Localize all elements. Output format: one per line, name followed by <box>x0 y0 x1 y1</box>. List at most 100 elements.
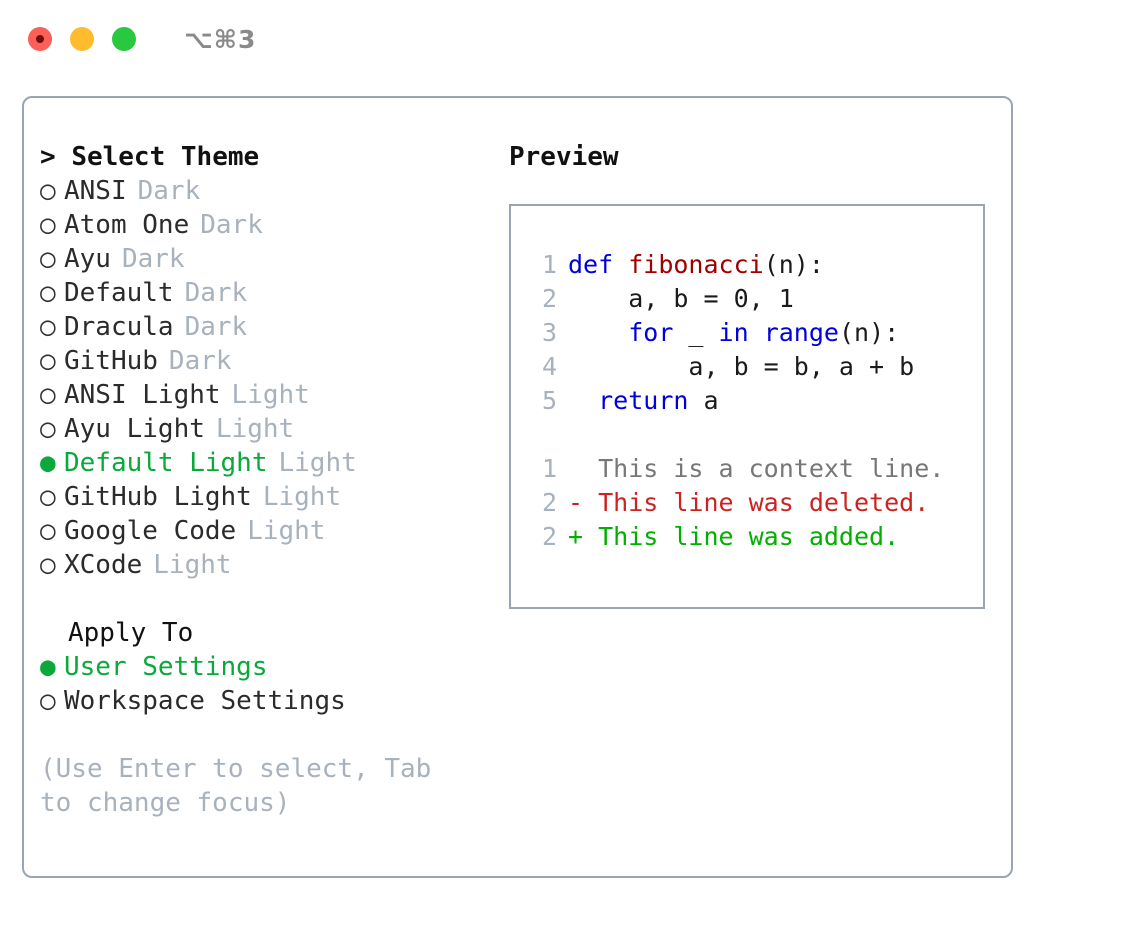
radio-unselected-icon: ○ <box>40 312 56 342</box>
code-line-text: return a <box>568 384 719 418</box>
diff-line-del: 2- This line was deleted. <box>529 486 983 520</box>
code-line-number: 3 <box>541 318 557 347</box>
radio-unselected-icon: ○ <box>40 176 56 206</box>
radio-selected-icon: ● <box>40 448 56 478</box>
code-token-kw: range <box>763 318 839 347</box>
title-bar: ⌥⌘3 <box>0 0 1140 78</box>
code-line-number: 4 <box>541 352 557 381</box>
theme-option-label: Atom One <box>64 210 190 240</box>
theme-option-label: GitHub <box>64 346 158 376</box>
radio-unselected-icon: ○ <box>40 482 56 512</box>
theme-option-variant-tag: Light <box>153 550 232 580</box>
keyboard-hint-text: (Use Enter to select, Tab to change focu… <box>40 754 432 818</box>
code-line-number: 1 <box>541 250 557 279</box>
theme-option-atom-one[interactable]: ○ Atom One Dark <box>40 208 502 242</box>
diff-line-number: 1 <box>541 454 557 483</box>
diff-line-text: This line was deleted. <box>583 488 930 517</box>
apply-to-option-workspace-settings[interactable]: ○Workspace Settings <box>40 684 502 718</box>
theme-option-label: Default Light <box>64 448 268 478</box>
maximize-button[interactable] <box>112 27 136 51</box>
apply-to-list: ● User Settings○Workspace Settings <box>40 650 502 718</box>
traffic-light-group <box>28 27 136 51</box>
diff-line-add: 2+ This line was added. <box>529 520 983 554</box>
code-line: 2 a, b = 0, 1 <box>529 282 983 316</box>
diff-line-text: This is a context line. <box>583 454 945 483</box>
theme-option-ansi-light[interactable]: ○ ANSI Light Light <box>40 378 502 412</box>
code-token-plain: a, b = 0, 1 <box>568 284 794 313</box>
apply-to-header: Apply To <box>68 618 194 648</box>
theme-option-variant-tag: Dark <box>200 210 263 240</box>
radio-unselected-icon: ○ <box>40 516 56 546</box>
code-token-kw: def <box>568 250 629 279</box>
code-token-plain <box>568 318 628 347</box>
code-line-number: 5 <box>541 386 557 415</box>
select-theme-header: > Select Theme <box>40 140 502 174</box>
diff-line-number: 2 <box>541 522 557 551</box>
radio-selected-icon: ● <box>40 652 56 682</box>
code-token-plain: (n): <box>838 318 900 347</box>
code-line-text: a, b = 0, 1 <box>568 282 794 316</box>
caret-icon: > <box>40 142 56 172</box>
code-token-kw: in <box>718 318 749 347</box>
code-token-plain: a <box>688 386 719 415</box>
section-spacer <box>40 582 502 616</box>
diff-marker <box>568 452 583 486</box>
theme-option-variant-tag: Dark <box>121 244 185 274</box>
theme-option-ayu-light[interactable]: ○ Ayu Light Light <box>40 412 502 446</box>
close-button[interactable] <box>28 27 52 51</box>
radio-unselected-icon: ○ <box>40 278 56 308</box>
code-line-text: for _ in range(n): <box>568 316 899 350</box>
apply-to-option-label: Workspace Settings <box>64 686 346 716</box>
code-line: 5 return a <box>529 384 983 418</box>
apply-to-option-label: User Settings <box>64 652 268 682</box>
code-diff-spacer <box>529 418 983 452</box>
theme-option-variant-tag: Dark <box>168 346 232 376</box>
theme-option-variant-tag: Dark <box>137 176 201 206</box>
apply-to-option-user-settings[interactable]: ● User Settings <box>40 650 502 684</box>
code-line-text: a, b = b, a + b <box>568 350 914 384</box>
code-line: 4 a, b = b, a + b <box>529 350 983 384</box>
theme-option-label: Ayu Light <box>64 414 205 444</box>
code-token-plain: a, b = b, a + b <box>568 352 915 381</box>
radio-unselected-icon: ○ <box>40 244 56 274</box>
code-token-plain <box>749 318 764 347</box>
code-token-plain: _ <box>673 318 719 347</box>
code-line-number: 2 <box>541 284 557 313</box>
radio-unselected-icon: ○ <box>40 380 56 410</box>
theme-option-variant-tag: Light <box>262 482 342 512</box>
theme-option-label: ANSI Light <box>64 380 221 410</box>
diff-line-ctx: 1 This is a context line. <box>529 452 983 486</box>
theme-option-variant-tag: Light <box>247 516 326 546</box>
theme-option-dracula[interactable]: ○ Dracula Dark <box>40 310 502 344</box>
theme-option-variant-tag: Dark <box>184 312 248 342</box>
theme-option-github[interactable]: ○ GitHub Dark <box>40 344 502 378</box>
code-token-kw: return <box>598 386 689 415</box>
preview-title: Preview <box>509 142 619 172</box>
diff-line-number: 2 <box>541 488 557 517</box>
theme-option-variant-tag: Light <box>215 414 295 444</box>
theme-option-label: Dracula <box>64 312 174 342</box>
theme-option-label: Ayu <box>64 244 111 274</box>
radio-unselected-icon: ○ <box>40 346 56 376</box>
diff-marker: - <box>568 488 584 517</box>
minimize-button[interactable] <box>70 27 94 51</box>
code-line: 3 for _ in range(n): <box>529 316 983 350</box>
theme-option-ayu[interactable]: ○ Ayu Dark <box>40 242 502 276</box>
radio-unselected-icon: ○ <box>40 210 56 240</box>
radio-unselected-icon: ○ <box>40 414 56 444</box>
diff-line-text: This line was added. <box>583 522 900 551</box>
theme-option-variant-tag: Light <box>231 380 310 410</box>
code-token-plain: (n): <box>763 250 824 279</box>
